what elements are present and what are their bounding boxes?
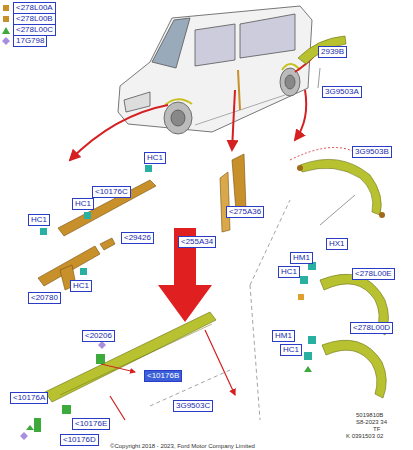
callout-box: <20780	[28, 292, 61, 304]
legend-text: 17G798	[13, 35, 47, 47]
callout-box: <20206	[82, 330, 115, 342]
callout-box: <278L00E	[352, 268, 395, 280]
reference-note: K 0391503 02	[346, 433, 383, 440]
pillar-trim	[232, 154, 246, 212]
callout-number: 3G9503A	[325, 87, 359, 97]
callout-box: HC1	[70, 280, 92, 292]
callout-number: <10176C	[95, 187, 128, 197]
callout-box: HC1	[72, 198, 94, 210]
reference-note: TF	[373, 426, 380, 433]
callout-box: <255A34	[178, 236, 216, 248]
side-molding	[38, 180, 156, 290]
arch-trim	[298, 36, 346, 64]
callout-number: <278L00E	[355, 269, 392, 279]
callout-box: 2939B	[318, 46, 347, 58]
callout-number: <20780	[31, 293, 58, 303]
callout-box: <29426	[121, 232, 154, 244]
callout-box: HC1	[144, 152, 166, 164]
wheel-arch	[300, 159, 381, 215]
van-illustration	[118, 6, 312, 134]
callout-number: 2939B	[321, 47, 344, 57]
callout-box: <10176B	[144, 370, 182, 382]
callout-number: HC1	[283, 345, 299, 355]
reference-note: ©Copyright 2018 - 2023, Ford Motor Compa…	[110, 443, 255, 450]
callout-box: 3G9503A	[322, 86, 362, 98]
callout-number: <20206	[85, 331, 112, 341]
pointer-arrows	[70, 45, 318, 160]
callout-box: HM1	[290, 252, 313, 264]
callout-box: HC1	[280, 344, 302, 356]
callout-box: HX1	[326, 238, 348, 250]
callout-box: <278L00D	[350, 322, 393, 334]
callout-number: HM1	[275, 331, 292, 341]
wheel-arch	[322, 340, 386, 398]
callout-number: HC1	[31, 215, 47, 225]
callout-number: <275A36	[229, 207, 261, 217]
legend-triangle	[2, 27, 10, 34]
reference-note: 5019810B	[356, 412, 383, 419]
callout-number: HC1	[281, 267, 297, 277]
callout-number: <10176E	[75, 419, 107, 429]
callout-number: <10176B	[147, 371, 179, 381]
callout-number: <10176A	[13, 393, 45, 403]
callout-box: 3G9503B	[352, 146, 392, 158]
callout-number: <278L00D	[353, 323, 390, 333]
callout-number: <29426	[124, 233, 151, 243]
callout-box: HM1	[272, 330, 295, 342]
reference-note: S8-2023 34	[356, 419, 387, 426]
legend-swatch	[3, 5, 9, 11]
callout-number: HC1	[73, 281, 89, 291]
callout-box: <10176D	[60, 434, 99, 446]
callout-box: HC1	[28, 214, 50, 226]
callout-number: HM1	[293, 253, 310, 263]
callout-box: <275A36	[226, 206, 264, 218]
callout-box: <10176E	[72, 418, 110, 430]
sill-molding	[45, 312, 216, 402]
pillar-trim	[220, 172, 230, 232]
callout-box: 3G9503C	[173, 400, 213, 412]
legend-diamond	[2, 37, 10, 45]
callout-box: <10176C	[92, 186, 131, 198]
callout-box: HC1	[278, 266, 300, 278]
callout-number: 3G9503B	[355, 147, 389, 157]
callout-number: HC1	[75, 199, 91, 209]
callout-number: <10176D	[63, 435, 96, 445]
legend-swatch	[3, 16, 9, 22]
callout-number: <255A34	[181, 237, 213, 247]
callout-number: 3G9503C	[176, 401, 210, 411]
callout-number: HX1	[329, 239, 345, 249]
callout-number: HC1	[147, 153, 163, 163]
callout-box: <10176A	[10, 392, 48, 404]
